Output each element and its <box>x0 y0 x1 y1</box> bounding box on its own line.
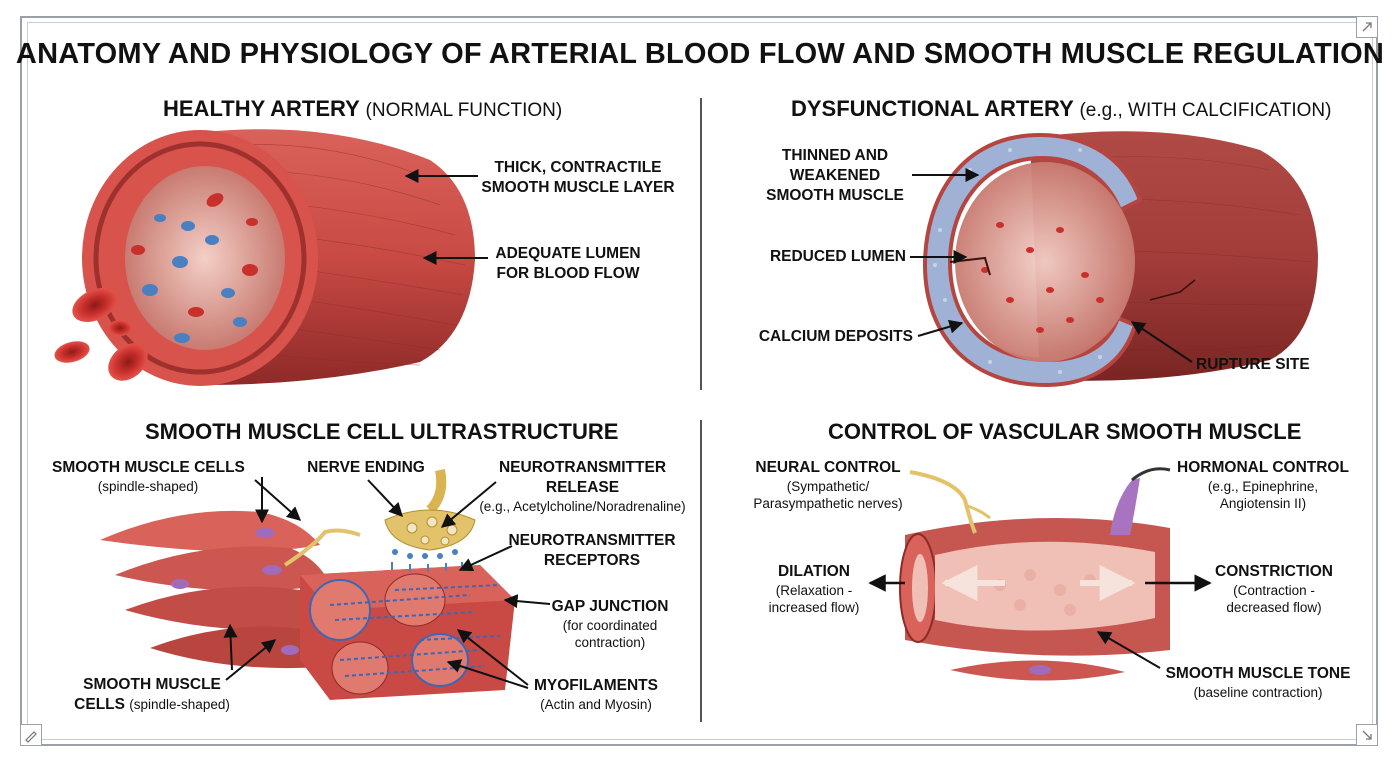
healthy-artery-illustration <box>54 129 488 386</box>
myofilaments-label: MYOFILAMENTS(Actin and Myosin) <box>534 677 658 712</box>
smooth-muscle-cells-top-label: SMOOTH MUSCLE CELLS(spindle-shaped) <box>52 459 245 494</box>
nerve-ending-label: NERVE ENDING <box>307 459 425 476</box>
hormonal-control-label: HORMONAL CONTROL(e.g., Epinephrine,Angio… <box>1177 459 1349 511</box>
top-divider <box>700 98 702 390</box>
calcium-deposits-label: CALCIUM DEPOSITS <box>758 328 913 345</box>
vessel-control-illustration <box>868 467 1212 681</box>
inner-frame <box>27 22 1373 740</box>
pen-corner-icon[interactable] <box>20 724 42 746</box>
page-title: ANATOMY AND PHYSIOLOGY OF ARTERIAL BLOOD… <box>15 38 1385 70</box>
resize-corner-icon[interactable] <box>1356 724 1378 746</box>
dilation-label: DILATION(Relaxation -increased flow) <box>768 563 860 615</box>
expand-corner-icon[interactable] <box>1356 16 1378 38</box>
outer-frame <box>20 16 1378 746</box>
healthy-artery-title: HEALTHY ARTERY (NORMAL FUNCTION) <box>163 96 563 121</box>
reduced-lumen-label: REDUCED LUMEN <box>769 248 906 265</box>
smooth-muscle-cells-illustration <box>100 469 551 700</box>
rupture-site-label: RUPTURE SITE <box>1196 356 1310 373</box>
ultrastructure-title: SMOOTH MUSCLE CELL ULTRASTRUCTURE <box>145 419 619 444</box>
red-blood-cells-healthy <box>54 193 258 381</box>
dysfunctional-artery-title: DYSFUNCTIONAL ARTERY (e.g., WITH CALCIFI… <box>791 96 1332 121</box>
neural-control-label: NEURAL CONTROL(Sympathetic/Parasympathet… <box>753 459 903 511</box>
bottom-divider <box>700 420 702 722</box>
smooth-muscle-tone-label: SMOOTH MUSCLE TONE(baseline contraction) <box>1165 665 1351 700</box>
constriction-label: CONSTRICTION(Contraction -decreased flow… <box>1215 563 1333 615</box>
dysfunctional-artery-illustration <box>910 131 1318 388</box>
control-title: CONTROL OF VASCULAR SMOOTH MUSCLE <box>828 419 1302 444</box>
